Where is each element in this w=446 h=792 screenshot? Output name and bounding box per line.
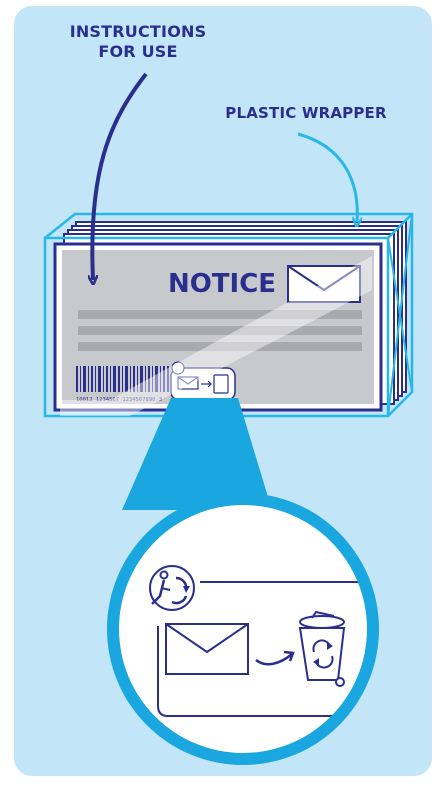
recycle-bin-icon <box>300 612 344 686</box>
recycling-symbol-icon <box>150 566 194 610</box>
plastic-wrapper-arrow <box>298 134 357 222</box>
address-line <box>78 326 362 335</box>
notice-title: NOTICE <box>168 269 276 299</box>
front-envelope: NOTICE 10012 1234567 1234567890 3 <box>55 244 381 410</box>
envelope-icon <box>166 624 248 674</box>
